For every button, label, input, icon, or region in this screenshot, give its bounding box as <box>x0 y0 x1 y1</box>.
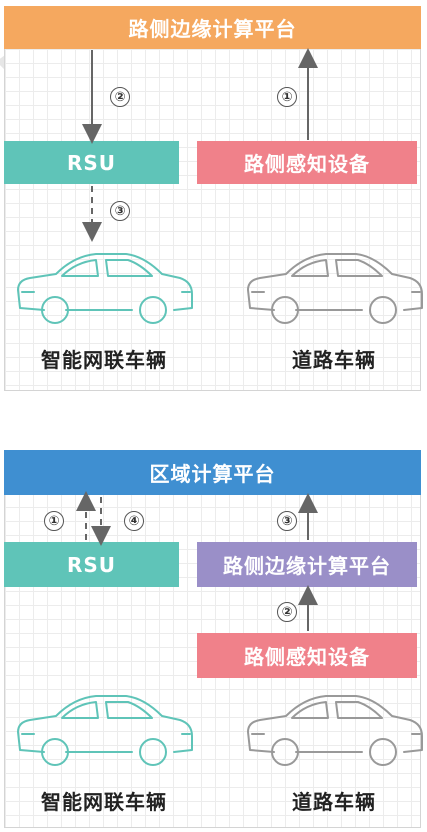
bottom-edge-platform-box: 路侧边缘计算平台 <box>197 542 417 587</box>
top-rsu-box: RSU <box>4 141 179 184</box>
top-edge-platform-box: 路侧边缘计算平台 <box>4 6 421 49</box>
top-diagram-panel <box>4 6 421 391</box>
bottom-road-vehicle-label: 道路车辆 <box>292 790 376 814</box>
top-connected-car-icon <box>17 253 193 324</box>
top-roadside-sensing-box: 路侧感知设备 <box>197 141 417 184</box>
bottom-step-4-badge: ④ <box>124 511 144 531</box>
bottom-roadside-sensing-box: 路侧感知设备 <box>197 633 417 678</box>
bottom-connected-vehicle-label: 智能网联车辆 <box>41 790 167 814</box>
bottom-step-2-badge: ② <box>277 602 297 622</box>
top-step-2-badge: ② <box>110 87 130 107</box>
bottom-step-1-badge: ① <box>44 511 64 531</box>
bottom-connected-car-icon <box>17 695 193 766</box>
bottom-step-3-badge: ③ <box>277 511 297 531</box>
bottom-regional-platform-box: 区域计算平台 <box>4 450 421 495</box>
top-step-1-badge: ① <box>277 87 297 107</box>
top-connected-vehicle-label: 智能网联车辆 <box>41 348 167 372</box>
bottom-road-vehicle-icon <box>247 695 423 766</box>
top-road-vehicle-label: 道路车辆 <box>292 348 376 372</box>
top-step-3-badge: ③ <box>110 201 130 221</box>
top-road-vehicle-icon <box>247 253 423 324</box>
bottom-rsu-box: RSU <box>4 542 179 587</box>
